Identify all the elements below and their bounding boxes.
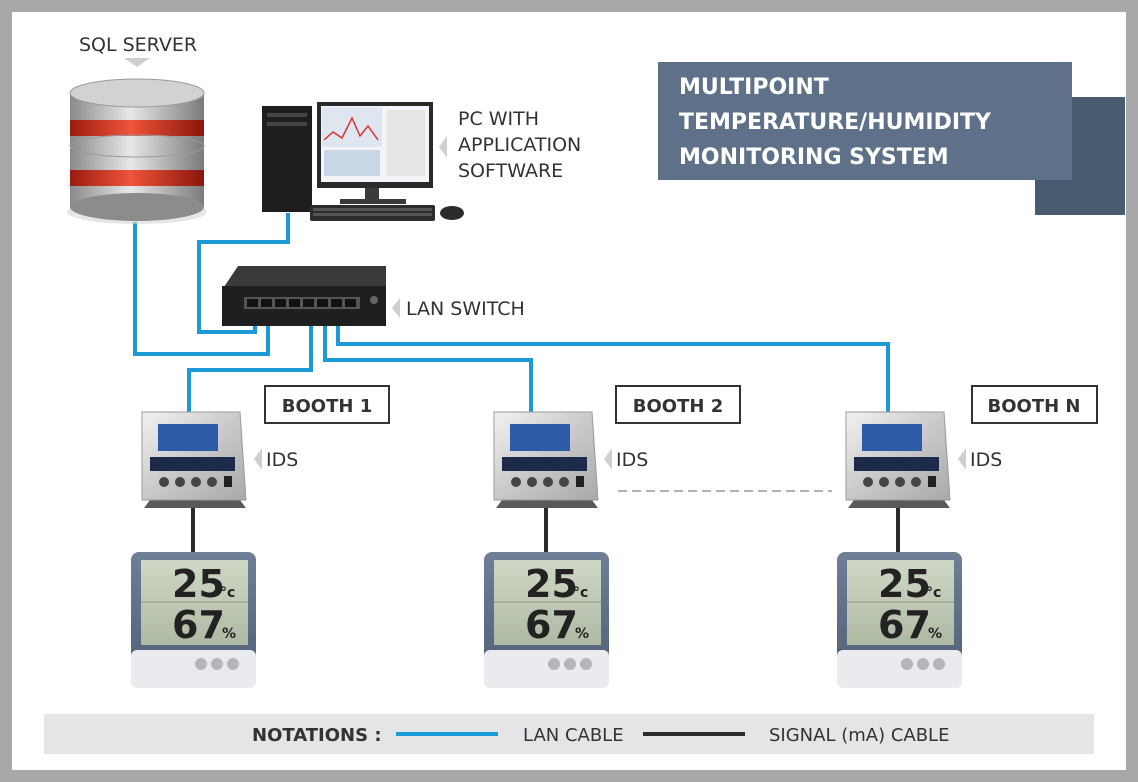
legend-bar: NOTATIONS : LAN CABLE SIGNAL (mA) CABLE (44, 714, 1094, 754)
ids-controller-icon (493, 411, 599, 508)
booth-2-temp-unit: °c (573, 585, 588, 601)
network-switch-icon (222, 266, 386, 326)
booth-2-label-box (615, 385, 741, 424)
legend-lan-label: LAN CABLE (523, 725, 624, 746)
ids-pointer-n (958, 448, 966, 470)
legend-signal-label: SIGNAL (mA) CABLE (769, 725, 949, 746)
pc-label-line-3: SOFTWARE (458, 160, 563, 182)
ids-controller-icon (141, 411, 247, 508)
title-line-2: TEMPERATURE/HUMIDITY (679, 110, 992, 135)
booth-1-temp-unit: °c (220, 585, 235, 601)
title-line-3: MONITORING SYSTEM (679, 145, 949, 170)
booth-2-hum-unit: % (575, 626, 589, 642)
title-banner-body (658, 62, 1072, 180)
booth-2: BOOTH 2 IDS 25 °c 67 % (484, 385, 741, 688)
lan-cable-booth-1 (187, 305, 313, 412)
booth-1-label: BOOTH 1 (282, 396, 372, 417)
ids-controller-icon (845, 411, 951, 508)
booth-1: BOOTH 1 IDS 25 °c 67 % (131, 385, 390, 688)
booth-1-hum-value: 67 (172, 603, 225, 647)
booth-n-ids-label: IDS (970, 449, 1002, 471)
legend-title: NOTATIONS : (252, 725, 382, 746)
booth-n-hum-value: 67 (878, 603, 931, 647)
sql-server-label: SQL SERVER (79, 34, 197, 56)
pc-pointer (439, 136, 447, 158)
lan-cable-booth-2 (323, 305, 533, 412)
booth-n-temp-value: 25 (878, 562, 931, 606)
booth-2-hum-value: 67 (525, 603, 578, 647)
pc-label-line-1: PC WITH (458, 108, 539, 130)
booth-1-label-box (264, 385, 390, 424)
lan-switch-label: LAN SWITCH (406, 298, 525, 320)
booth-2-label: BOOTH 2 (633, 396, 723, 417)
database-icon (67, 78, 207, 224)
thermo-hygrometer-icon (484, 552, 609, 688)
title-line-1: MULTIPOINT (679, 75, 829, 100)
booth-n-label: BOOTH N (988, 396, 1081, 417)
thermo-hygrometer-icon (837, 552, 962, 688)
booth-2-temp-value: 25 (525, 562, 578, 606)
booth-1-hum-unit: % (222, 626, 236, 642)
legend-background (44, 714, 1094, 754)
ids-pointer-1 (254, 448, 262, 470)
booth-1-temp-value: 25 (172, 562, 225, 606)
booth-2-ids-label: IDS (616, 449, 648, 471)
title-banner: MULTIPOINT TEMPERATURE/HUMIDITY MONITORI… (658, 62, 1125, 215)
booth-n-temp-unit: °c (926, 585, 941, 601)
ids-pointer-2 (604, 448, 612, 470)
thermo-hygrometer-icon (131, 552, 256, 688)
lan-cable-pc (197, 213, 290, 334)
lan-switch-pointer (392, 298, 400, 318)
signal-cables (191, 506, 900, 552)
pc-label-line-2: APPLICATION (458, 134, 581, 156)
booth-n: BOOTH N IDS 25 °c 67 % (837, 385, 1098, 688)
desktop-pc-icon (262, 102, 464, 221)
sql-server-pointer (124, 58, 150, 67)
booth-n-hum-unit: % (928, 626, 942, 642)
booth-1-ids-label: IDS (266, 449, 298, 471)
lan-cable-server (133, 222, 270, 356)
booth-n-label-box (971, 385, 1098, 424)
